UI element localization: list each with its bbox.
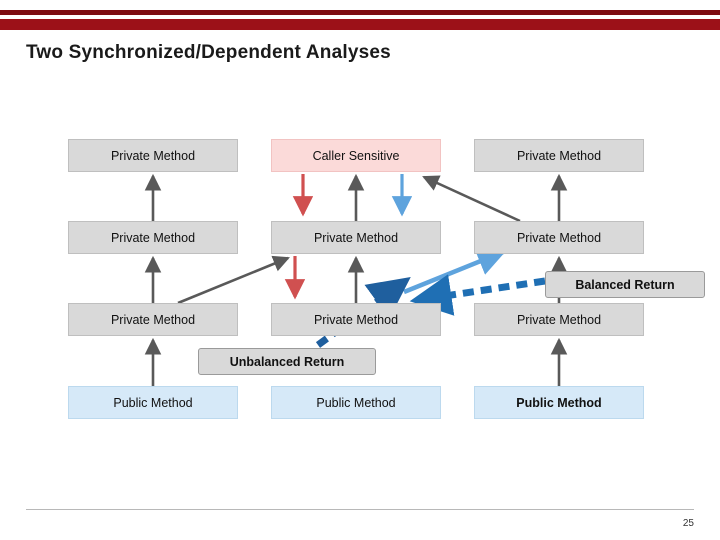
- node-public-method-r4c3[interactable]: Public Method: [474, 386, 644, 419]
- node-label: Public Method: [516, 395, 602, 410]
- node-public-method-r4c1[interactable]: Public Method: [68, 386, 238, 419]
- node-public-method-r4c2[interactable]: Public Method: [271, 386, 441, 419]
- node-label: Public Method: [316, 395, 396, 410]
- node-label: Caller Sensitive: [312, 148, 400, 163]
- node-private-method-r2c1[interactable]: Private Method: [68, 221, 238, 254]
- callout-unbalanced-return[interactable]: Unbalanced Return: [198, 348, 376, 375]
- node-label: Private Method: [110, 312, 196, 327]
- node-label: Private Method: [313, 312, 399, 327]
- node-private-method-r3c2[interactable]: Private Method: [271, 303, 441, 336]
- node-label: Private Method: [516, 312, 602, 327]
- arrow-blue-balanced-return-up: [403, 248, 507, 295]
- page-number: 25: [682, 518, 694, 529]
- node-private-method-r2c3[interactable]: Private Method: [474, 221, 644, 254]
- node-label: Private Method: [516, 230, 602, 245]
- node-private-method-r3c3[interactable]: Private Method: [474, 303, 644, 336]
- arrow-grey-diagonal-col3-to-caller-sensitive: [422, 175, 521, 223]
- node-private-method-r3c1[interactable]: Private Method: [68, 303, 238, 336]
- node-caller-sensitive-r1c2[interactable]: Caller Sensitive: [271, 139, 441, 172]
- node-label: Public Method: [113, 395, 193, 410]
- callout-label: Balanced Return: [575, 277, 675, 292]
- node-label: Private Method: [516, 148, 602, 163]
- top-accent-bar-gap: [0, 17, 720, 19]
- node-label: Private Method: [110, 148, 196, 163]
- node-private-method-r1c1[interactable]: Private Method: [68, 139, 238, 172]
- arrow-grey-diagonal-col1-to-col2: [177, 255, 290, 305]
- page-title: Two Synchronized/Dependent Analyses: [26, 42, 391, 63]
- callout-label: Unbalanced Return: [229, 354, 345, 369]
- footer-divider: [26, 509, 694, 510]
- node-label: Private Method: [110, 230, 196, 245]
- top-accent-bar-dark: [0, 10, 720, 15]
- top-accent-bar: [0, 19, 720, 30]
- node-label: Private Method: [313, 230, 399, 245]
- callout-balanced-return[interactable]: Balanced Return: [545, 271, 705, 298]
- arrow-balanced-return-dotted: [409, 274, 546, 316]
- node-private-method-r1c3[interactable]: Private Method: [474, 139, 644, 172]
- node-private-method-r2c2[interactable]: Private Method: [271, 221, 441, 254]
